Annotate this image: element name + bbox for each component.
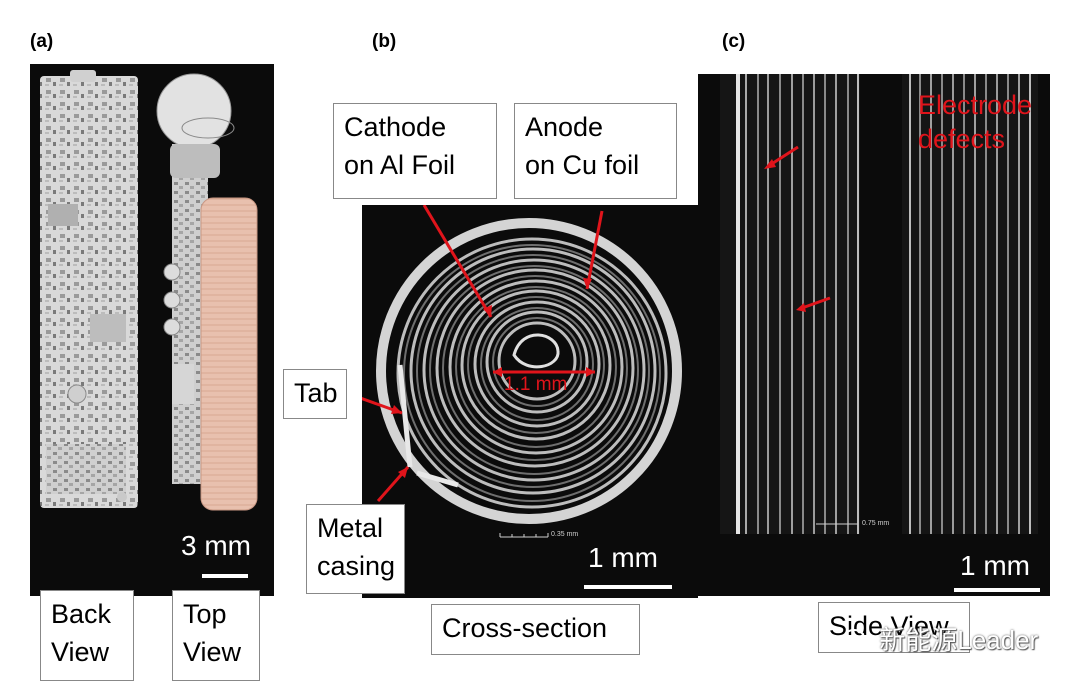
casing-line2: casing: [317, 551, 396, 581]
cathode-arrow: [422, 205, 493, 318]
defects-annotation: Electrode defects: [918, 88, 1032, 156]
defects-line2: defects: [918, 124, 1006, 154]
back-view-line1: Back: [51, 599, 112, 629]
tab-strip: [397, 364, 413, 468]
cathode-line1: Cathode: [344, 112, 447, 142]
top-view-line2: View: [183, 637, 242, 667]
anode-label: Anode on Cu foil: [514, 103, 677, 199]
metal-casing-ring: [376, 218, 682, 524]
anode-line2: on Cu foil: [525, 150, 640, 180]
panel-a-scale-bar: [202, 574, 248, 578]
cathode-line2: on Al Foil: [344, 150, 456, 180]
anode-arrow: [585, 210, 604, 290]
panel-b-small-scale: 0.35 mm: [551, 531, 579, 538]
back-view-line2: View: [51, 637, 110, 667]
metal-casing-label: Metal casing: [306, 504, 405, 594]
electrode-layers-left: [736, 74, 859, 534]
casing-line1: Metal: [317, 513, 384, 543]
electrode-spiral: [396, 237, 668, 509]
watermark: 新能源Leader: [842, 620, 1038, 657]
panel-b-scale-label: 1 mm: [588, 542, 658, 573]
defects-line1: Electrode: [918, 90, 1033, 120]
panel-b-letter: (b): [372, 31, 397, 52]
side-view-label: Side View: [818, 602, 970, 653]
core-void: [512, 333, 560, 369]
wechat-icon: [842, 628, 872, 652]
top-view-line1: Top: [183, 599, 227, 629]
electrode-layers-right: [909, 74, 1031, 534]
top-view-label: Top View: [172, 590, 260, 681]
panel-c-scale-bar: [954, 588, 1040, 592]
cathode-label: Cathode on Al Foil: [333, 103, 497, 199]
back-view-board: [40, 70, 138, 508]
cross-section-render: [362, 205, 682, 538]
tab-label: Tab: [283, 369, 347, 419]
panel-b-image: 1.1 mm 0.35 mm 1 mm: [362, 205, 698, 598]
measurement-label: 1.1 mm: [504, 374, 568, 395]
anode-line1: Anode: [525, 112, 604, 142]
panel-c-small-scale: 0.75 mm: [862, 520, 890, 527]
back-view-label: Back View: [40, 590, 134, 681]
watermark-text: 新能源Leader: [879, 625, 1039, 655]
battery-cylinder: [200, 197, 258, 511]
side-view-render: [720, 74, 1038, 534]
panel-c-scale-label: 1 mm: [960, 550, 1030, 581]
defect-arrow-1: [769, 145, 799, 167]
panel-a-scale-label: 3 mm: [181, 530, 251, 561]
panel-b-scale-bar: [584, 585, 672, 589]
panel-a-image: 3 mm: [30, 64, 274, 596]
panel-c-letter: (c): [722, 31, 746, 52]
panel-c-image: Electrode defects 0.75 mm 1 mm: [698, 74, 1050, 596]
panel-a-letter: (a): [30, 31, 54, 52]
defect-arrow-2: [801, 296, 831, 310]
cross-section-label: Cross-section: [431, 604, 640, 655]
device-render: [40, 70, 258, 511]
